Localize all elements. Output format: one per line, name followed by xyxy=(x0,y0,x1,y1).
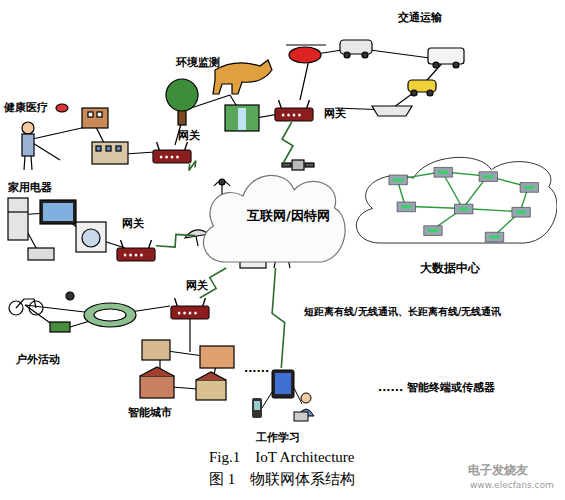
gateway-node: 网关 xyxy=(170,298,210,320)
wireless-link xyxy=(272,268,285,368)
area-label: 短距离有线/无线通讯、长距离有线/无线通讯 xyxy=(304,305,501,319)
router-icon xyxy=(274,100,314,122)
router-icon xyxy=(170,298,210,320)
area-label: 交通运输 xyxy=(398,10,442,25)
area-label: ...... xyxy=(244,362,269,375)
area-label: ...... 智能终端或传感器 xyxy=(378,380,495,395)
datacenter-cloud xyxy=(352,148,557,256)
node-label: 大数据中心 xyxy=(420,260,480,277)
area-label: 环境监测 xyxy=(176,55,220,70)
appliance-icons xyxy=(8,198,125,260)
node-label: 工作学习 xyxy=(256,430,300,445)
watermark: www.elecfans.com xyxy=(470,480,554,490)
figure-caption: 图 1 物联网体系结构 xyxy=(209,470,355,489)
environment-icons xyxy=(166,60,290,145)
wireless-link xyxy=(282,122,293,163)
router-icon xyxy=(152,142,192,164)
internet-cloud-node: 互联网/因特网 xyxy=(195,163,350,268)
city-icons xyxy=(140,312,234,400)
node-label: 网关 xyxy=(324,106,346,121)
transport-icons xyxy=(286,40,464,116)
gateway-node: 网关 xyxy=(116,240,156,262)
area-label: 家用电器 xyxy=(8,180,52,195)
router-icon xyxy=(116,240,156,262)
wireless-link xyxy=(156,234,195,247)
area-label: 健康医疗 xyxy=(4,100,48,115)
gateway-node: 网关 xyxy=(152,142,192,164)
watermark: 电子发烧友 xyxy=(468,462,528,479)
terminal-node: 工作学习 xyxy=(248,368,318,428)
datacenter-node: 大数据中心 xyxy=(352,148,557,256)
terminal-icons xyxy=(248,368,318,428)
node-label: 网关 xyxy=(178,128,200,143)
node-label: 互联网/因特网 xyxy=(247,207,330,225)
node-label: 网关 xyxy=(122,216,144,231)
node-label: 网关 xyxy=(186,278,208,293)
outdoor-icons xyxy=(9,292,170,332)
area-label: Fig.1 IoT Architecture xyxy=(209,448,355,467)
area-label: 户外活动 xyxy=(16,352,60,367)
gateway-node: 网关 xyxy=(274,100,314,122)
area-label: 智能城市 xyxy=(128,405,172,420)
